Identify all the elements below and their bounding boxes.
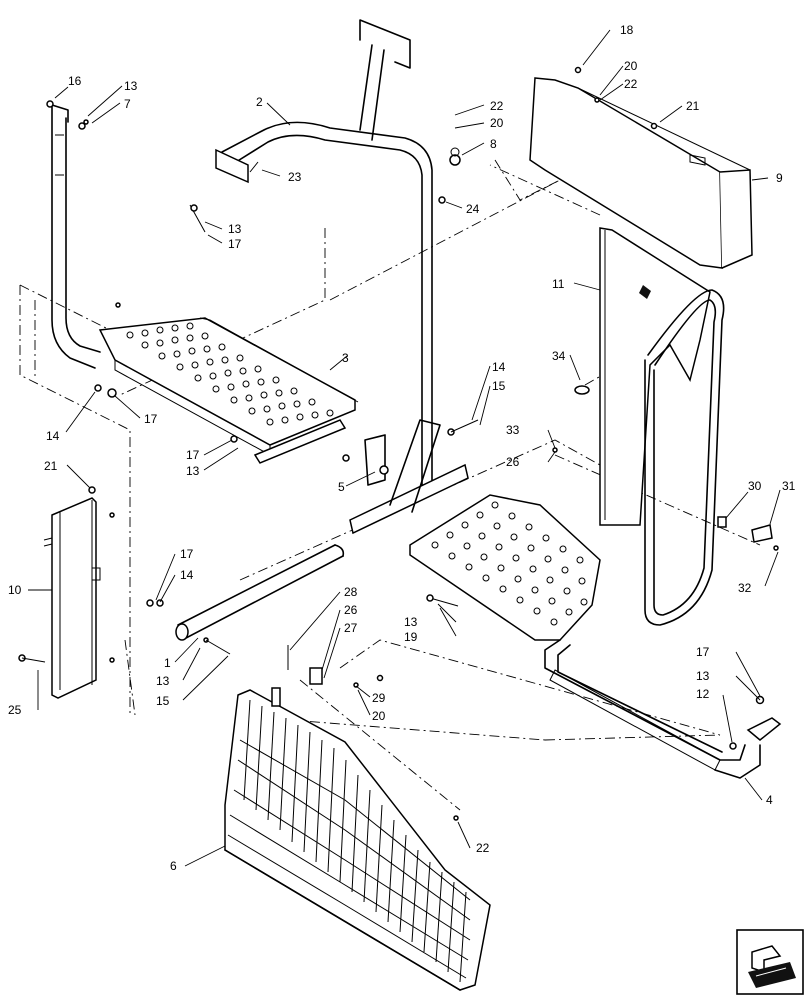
part-16-left-post — [51, 104, 101, 369]
callout-14: 14 — [492, 360, 506, 374]
callout-12: 12 — [696, 687, 710, 701]
callout-17: 17 — [180, 547, 194, 561]
callout-20: 20 — [372, 709, 386, 723]
callout-17: 17 — [696, 645, 710, 659]
callout-13: 13 — [156, 674, 170, 688]
part-3-upper-step — [98, 317, 359, 464]
callout-22: 22 — [476, 841, 490, 855]
callout-13: 13 — [186, 464, 200, 478]
part-10-side-panel — [43, 497, 101, 699]
part-1-cross-tube — [175, 544, 345, 641]
part-4-lower-step — [409, 494, 782, 779]
callout-27: 27 — [344, 621, 358, 635]
callout-15: 15 — [156, 694, 170, 708]
callout-17: 17 — [144, 412, 158, 426]
callout-18: 18 — [620, 23, 634, 37]
callout-13: 13 — [228, 222, 242, 236]
part-6-wire-basket — [224, 687, 491, 991]
callout-32: 32 — [738, 581, 752, 595]
leader-lines — [28, 29, 781, 867]
callout-16: 16 — [68, 74, 82, 88]
callout-8: 8 — [490, 137, 497, 151]
callout-14: 14 — [46, 429, 60, 443]
callout-26: 26 — [506, 455, 520, 469]
callout-11: 11 — [552, 277, 565, 291]
page-navigation-arrow-icon[interactable] — [736, 929, 804, 995]
callout-13: 13 — [404, 615, 418, 629]
callout-31: 31 — [782, 479, 796, 493]
callout-9: 9 — [776, 171, 783, 185]
callout-22: 22 — [490, 99, 504, 113]
callout-19: 19 — [404, 630, 418, 644]
callout-21: 21 — [44, 459, 58, 473]
part-9-top-cover — [529, 77, 753, 269]
callout-14: 14 — [180, 568, 194, 582]
callout-1: 1 — [164, 656, 171, 670]
callout-26: 26 — [344, 603, 358, 617]
callout-29: 29 — [372, 691, 386, 705]
hardware — [18, 66, 779, 821]
callout-34: 34 — [552, 349, 566, 363]
callout-23: 23 — [288, 170, 302, 184]
callout-15: 15 — [492, 379, 506, 393]
callout-4: 4 — [766, 793, 773, 807]
callout-21: 21 — [686, 99, 700, 113]
callout-17: 17 — [228, 237, 242, 251]
part-11-guard-panel — [574, 227, 725, 626]
callout-20: 20 — [624, 59, 638, 73]
callout-17: 17 — [186, 448, 200, 462]
callout-25: 25 — [8, 703, 22, 717]
callout-28: 28 — [344, 585, 358, 599]
callout-7: 7 — [124, 97, 131, 111]
callout-2: 2 — [256, 95, 263, 109]
callout-30: 30 — [748, 479, 762, 493]
callout-20: 20 — [490, 116, 504, 130]
callout-5: 5 — [338, 480, 345, 494]
callout-10: 10 — [8, 583, 22, 597]
callout-labels: 16 13 7 2 23 13 17 18 20 22 21 22 20 8 2… — [8, 23, 796, 873]
callout-33: 33 — [506, 423, 520, 437]
callout-22: 22 — [624, 77, 638, 91]
callout-3: 3 — [342, 351, 349, 365]
callout-6: 6 — [170, 859, 177, 873]
part-2-main-frame — [215, 19, 433, 491]
part-5-bracket — [349, 419, 469, 535]
callout-24: 24 — [466, 202, 480, 216]
callout-13: 13 — [696, 669, 710, 683]
callout-13: 13 — [124, 79, 138, 93]
